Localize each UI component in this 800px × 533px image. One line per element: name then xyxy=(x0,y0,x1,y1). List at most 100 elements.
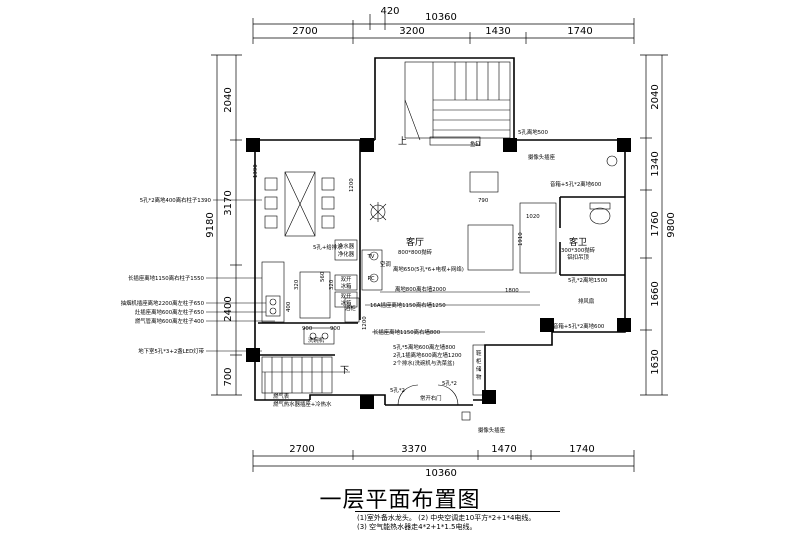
plan-notes: (1)室外备水龙头。 (2) 中央空调走10平方*2+1*4电线。 (3) 空气… xyxy=(357,514,535,532)
dim-inner-13: 1200 xyxy=(362,316,368,330)
bathroom-fixtures xyxy=(519,155,618,274)
dim-top-total: 10360 xyxy=(425,12,457,23)
living-sofa-table xyxy=(467,224,514,271)
stair-up-label: 上 xyxy=(398,136,407,147)
living-room-floor: 800*800抛砖 xyxy=(398,248,433,256)
dim-top-3: 1430 xyxy=(485,26,510,37)
entrance-door xyxy=(397,384,471,421)
note-line-2: (3) 空气能热水器走4*2+1*1.5电线。 xyxy=(357,523,477,531)
note-bottom-door: 常开右门 xyxy=(420,394,442,402)
dim-left-1: 2040 xyxy=(223,87,234,112)
note-right-1: 音箱+5孔*2离地600 xyxy=(550,180,602,188)
kitchen-counter xyxy=(261,239,360,345)
dim-bottom-3: 1470 xyxy=(491,444,516,455)
note-center-6: 2个排水(洗碗机与洗菜盆) xyxy=(393,359,455,367)
dim-right-1: 2040 xyxy=(650,84,661,109)
dimension-lines xyxy=(211,14,668,472)
note-bottom-2: 5孔*2 xyxy=(442,379,457,387)
title-underline xyxy=(355,511,560,512)
fridge-a: 双开 xyxy=(341,276,352,283)
center-leaders xyxy=(365,291,540,333)
fridge-b: 冰箱 xyxy=(341,282,352,290)
shoe-cabinet xyxy=(472,344,486,396)
ac-label: 空调 xyxy=(380,260,391,268)
dim-inner-2: 1200 xyxy=(349,178,355,192)
dim-right-5: 1630 xyxy=(650,349,661,374)
dim-inner-8: 900 xyxy=(330,326,341,332)
kitchen-purifier-2: 净化器 xyxy=(338,250,355,258)
columns xyxy=(246,138,631,409)
note-center-2: 16A插座离地1150离右墙1250 xyxy=(370,301,446,309)
dim-right-3: 1760 xyxy=(650,211,661,236)
dimension-text: 2700 3200 1430 1740 10360 420 2700 3370 … xyxy=(205,6,677,479)
fridge-c: 双开 xyxy=(341,293,352,300)
inner-dimensions: 1390 1200 790 1020 1910 1800 900 900 320… xyxy=(253,164,540,332)
dim-top-2: 3200 xyxy=(399,26,424,37)
dim-inner-9: 320 xyxy=(294,279,300,290)
tv-cabinet xyxy=(361,249,383,291)
note-fish-tank: 鱼缸 xyxy=(470,140,481,148)
dim-inner-10: 320 xyxy=(329,279,335,290)
dishwasher: 洗碗机 xyxy=(308,336,325,344)
dim-inner-6: 1800 xyxy=(505,288,519,294)
dim-inner-12: 400 xyxy=(286,301,292,312)
kitchen-purifier: 净水器 xyxy=(338,242,355,250)
note-bottom-camera: 摄像头插座 xyxy=(478,426,506,434)
dim-inner-3: 790 xyxy=(478,198,489,204)
dim-top-4: 1740 xyxy=(567,26,592,37)
dim-inner-11: 560 xyxy=(320,271,326,282)
left-annotations xyxy=(206,199,275,401)
plan-title: 一层平面布置图 xyxy=(319,488,481,513)
note-camera: 摄像头插座 xyxy=(528,153,556,161)
note-right-top: 5孔离地500 xyxy=(518,128,548,136)
note-center-3: 长插座离地1150离右墙800 xyxy=(373,328,441,336)
dim-bottom-4: 1740 xyxy=(569,444,594,455)
dim-inner-7: 900 xyxy=(302,326,313,332)
note-left-1: 5孔*2离地400离右柱子1390 xyxy=(140,196,212,204)
dim-top-1: 2700 xyxy=(292,26,317,37)
tv-outlet-icon xyxy=(369,251,379,261)
dim-right-total: 9800 xyxy=(666,212,677,237)
note-left-7: 燃气表 xyxy=(273,392,290,400)
bath-ceiling: 铝扣吊顶 xyxy=(567,253,589,261)
note-center-5: 2孔1插离地600离左墙1200 xyxy=(393,351,462,359)
dim-bottom-2: 3370 xyxy=(401,444,426,455)
note-fan: 排风扇 xyxy=(578,297,594,305)
fridge-d: 冰箱 xyxy=(341,299,352,307)
note-left-6: 地下室5孔*3+2盏LED灯带 xyxy=(138,347,204,355)
dim-top-extra: 420 xyxy=(380,6,399,17)
dim-bottom-total: 10360 xyxy=(425,468,457,479)
ceiling-light-icon xyxy=(369,202,387,222)
dining-table xyxy=(264,171,335,237)
note-center-4: 5孔*5离地600离左墙800 xyxy=(393,343,456,351)
dim-left-2: 3170 xyxy=(223,190,234,215)
dim-left-3: 2400 xyxy=(223,296,234,321)
note-left-4: 灶插座离地600离左柱子650 xyxy=(135,308,205,316)
note-left-3: 抽烟机插座离地2200离左柱子650 xyxy=(121,299,205,307)
dim-left-4: 700 xyxy=(223,367,234,386)
living-room-label: 客厅 xyxy=(406,236,424,248)
note-left-2: 长插座离地1150离右柱子1550 xyxy=(128,274,205,282)
dim-inner-4: 1020 xyxy=(526,214,540,220)
tv-label: TV xyxy=(367,254,375,260)
note-line-1: (1)室外备水龙头。 (2) 中央空调走10平方*2+1*4电线。 xyxy=(357,514,536,522)
note-bottom-1: 5孔*2 xyxy=(390,386,405,394)
note-right-4: 音箱+5孔*2离地600 xyxy=(553,322,605,330)
dim-inner-5: 1910 xyxy=(518,232,524,246)
note-left-8: 燃气热水器插座+冷热水 xyxy=(273,400,332,408)
dim-left-total: 9180 xyxy=(205,212,216,237)
shoe-cabinet-label: 鞋柜储物 xyxy=(476,349,482,381)
note-right-2: 5孔*2离地1500 xyxy=(568,276,608,284)
wine-cabinet: 酒柜 xyxy=(345,304,356,312)
pc-outlet-icon xyxy=(369,273,379,283)
dim-right-2: 1340 xyxy=(650,151,661,176)
bath-label: 客卫 xyxy=(569,236,587,248)
top-stair xyxy=(404,61,511,146)
living-table xyxy=(469,171,499,193)
stair-down-label: 下 xyxy=(340,366,349,376)
dim-inner-1: 1390 xyxy=(253,164,259,178)
dim-right-4: 1660 xyxy=(650,281,661,306)
note-left-5: 燃气管离地600离左柱子400 xyxy=(135,317,205,325)
note-center-1: 离地800离右墙2000 xyxy=(395,285,447,293)
